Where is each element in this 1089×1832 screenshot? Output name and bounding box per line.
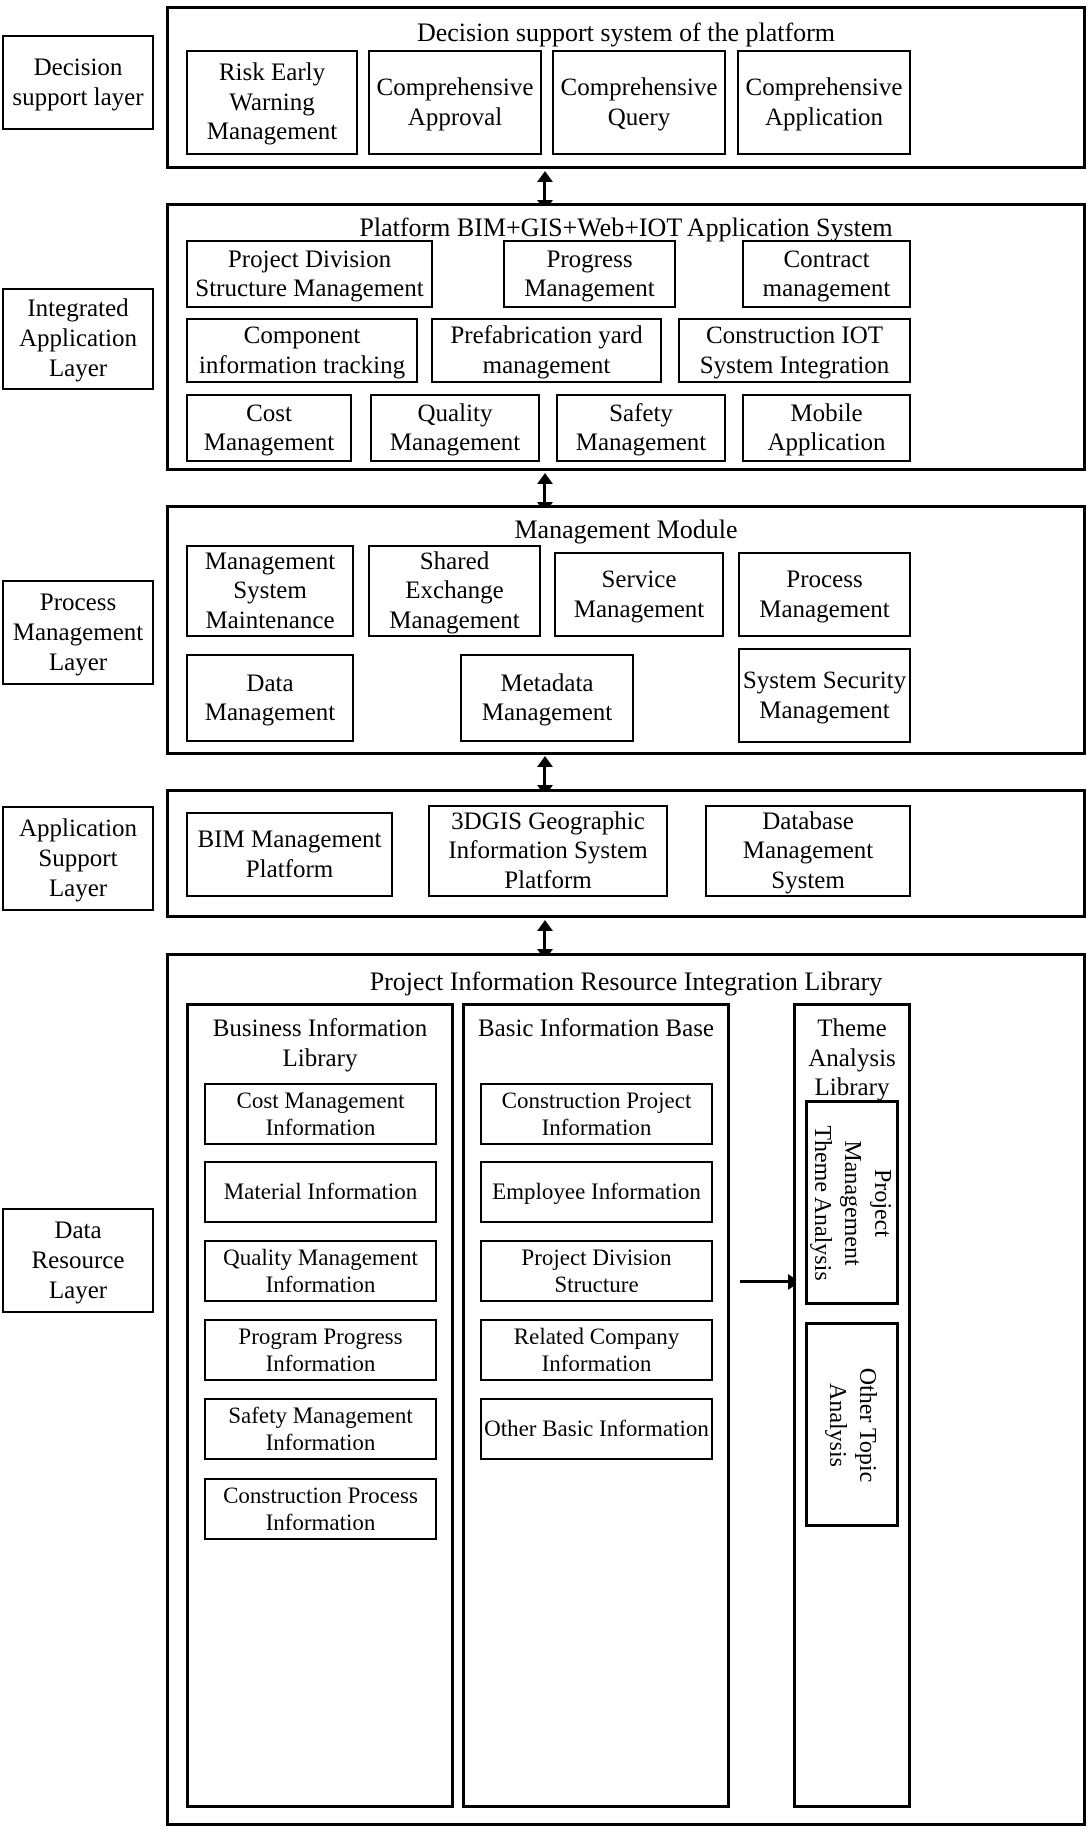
data-item-label: Cost Management Information — [236, 1087, 405, 1140]
module-label: Project Division Structure Management — [195, 245, 424, 303]
layer-label-decision-support: Decision support layer — [2, 35, 154, 130]
module-shared-exchange-management[interactable]: Shared Exchange Management — [368, 545, 541, 637]
data-item-label: Project Division Structure — [521, 1244, 672, 1297]
decision-support-system-title: Decision support system of the platform — [416, 18, 836, 47]
module-component-information-tracking[interactable]: Component information tracking — [186, 318, 418, 383]
module-label: Quality Management — [389, 399, 521, 457]
module-quality-management[interactable]: Quality Management — [370, 394, 540, 462]
connector-integrated-to-process — [543, 482, 546, 504]
data-item-related-company-information[interactable]: Related Company Information — [480, 1319, 713, 1381]
management-module-title: Management Module — [514, 515, 738, 544]
layer-label-text: Decision support layer — [12, 53, 144, 111]
connector-process-to-appsupport — [543, 765, 546, 787]
data-item-label: Other Basic Information — [484, 1416, 709, 1442]
module-construction-iot-system-integration[interactable]: Construction IOT System Integration — [678, 318, 911, 383]
data-item-project-division-structure[interactable]: Project Division Structure — [480, 1240, 713, 1302]
module-label: Prefabrication yard management — [450, 322, 643, 379]
module-label: Progress Management — [524, 245, 655, 303]
data-item-other-topic-analysis[interactable]: Other Topic Analysis — [805, 1322, 899, 1527]
module-risk-early-warning-management[interactable]: Risk Early Warning Management — [186, 50, 358, 155]
data-item-quality-management-information[interactable]: Quality Management Information — [204, 1240, 437, 1302]
module-process-management[interactable]: Process Management — [738, 552, 911, 637]
data-item-safety-management-information[interactable]: Safety Management Information — [204, 1398, 437, 1460]
module-safety-management[interactable]: Safety Management — [556, 394, 726, 462]
module-label: Process Management — [759, 566, 890, 623]
data-item-material-information[interactable]: Material Information — [204, 1161, 437, 1223]
module-label: BIM Management Platform — [197, 826, 382, 883]
business-information-library-title: Business Information Library — [212, 1015, 428, 1072]
module-label: Construction IOT System Integration — [699, 322, 890, 379]
module-service-management[interactable]: Service Management — [554, 552, 724, 637]
data-item-label: Safety Management Information — [228, 1402, 413, 1455]
module-label: Component information tracking — [198, 322, 406, 379]
data-item-other-basic-information[interactable]: Other Basic Information — [480, 1398, 713, 1460]
layer-label-text: Data Resource Layer — [31, 1216, 125, 1304]
module-management-system-maintenance[interactable]: Management System Maintenance — [186, 545, 354, 637]
module-bim-management-platform[interactable]: BIM Management Platform — [186, 812, 393, 897]
module-label: Safety Management — [575, 399, 707, 457]
data-item-construction-process-information[interactable]: Construction Process Information — [204, 1478, 437, 1540]
module-label: Comprehensive Query — [560, 74, 718, 131]
module-label: Metadata Management — [481, 669, 613, 727]
data-item-label: Material Information — [223, 1179, 418, 1205]
module-label: Shared Exchange Management — [389, 547, 520, 634]
data-item-construction-project-information[interactable]: Construction Project Information — [480, 1083, 713, 1145]
module-data-management[interactable]: Data Management — [186, 654, 354, 742]
data-item-label: Related Company Information — [513, 1323, 680, 1376]
module-label: Database Management System — [742, 807, 874, 894]
module-cost-management[interactable]: Cost Management — [186, 394, 352, 462]
data-item-label: Construction Process Information — [223, 1482, 418, 1535]
layer-label-integrated-application: Integrated Application Layer — [2, 288, 154, 390]
module-comprehensive-query[interactable]: Comprehensive Query — [552, 50, 726, 155]
module-label: Contract management — [762, 245, 891, 303]
data-item-label: Construction Project Information — [501, 1087, 692, 1140]
layer-label-process-management: Process Management Layer — [2, 580, 154, 685]
project-information-resource-integration-library-title: Project Information Resource Integration… — [369, 967, 883, 996]
layer-label-text: Process Management Layer — [12, 588, 144, 676]
module-label: 3DGIS Geographic Information System Plat… — [448, 807, 648, 894]
module-project-division-structure-management[interactable]: Project Division Structure Management — [186, 240, 433, 308]
theme-analysis-library-title: Theme Analysis Library — [808, 1015, 896, 1101]
layer-label-data-resource: Data Resource Layer — [2, 1208, 154, 1313]
module-3dgis-geographic-information-system-platform[interactable]: 3DGIS Geographic Information System Plat… — [428, 805, 668, 897]
module-label: Management System Maintenance — [204, 547, 336, 634]
module-label: System Security Management — [742, 667, 907, 724]
layer-label-application-support: Application Support Layer — [2, 806, 154, 911]
basic-information-base-title: Basic Information Base — [477, 1015, 715, 1042]
data-item-label: Quality Management Information — [223, 1244, 418, 1297]
module-label: Risk Early Warning Management — [206, 59, 338, 146]
data-item-program-progress-information[interactable]: Program Progress Information — [204, 1319, 437, 1381]
module-comprehensive-approval[interactable]: Comprehensive Approval — [368, 50, 542, 155]
module-contract-management[interactable]: Contract management — [742, 240, 911, 308]
module-mobile-application[interactable]: Mobile Application — [742, 394, 911, 462]
data-item-label: Project Management Theme Analysis — [809, 1124, 895, 1281]
module-label: Comprehensive Approval — [376, 74, 534, 131]
module-comprehensive-application[interactable]: Comprehensive Application — [737, 50, 911, 155]
module-label: Data Management — [204, 669, 336, 727]
data-item-project-management-theme-analysis[interactable]: Project Management Theme Analysis — [805, 1100, 899, 1305]
data-item-label: Other Topic Analysis — [824, 1367, 880, 1482]
module-prefabrication-yard-management[interactable]: Prefabrication yard management — [431, 318, 662, 383]
module-system-security-management[interactable]: System Security Management — [738, 648, 911, 743]
connector-appsupport-to-dataresource — [543, 929, 546, 951]
connector-basicinfo-to-theme — [740, 1280, 790, 1283]
data-item-cost-management-information[interactable]: Cost Management Information — [204, 1083, 437, 1145]
integrated-application-title: Platform BIM+GIS+Web+IOT Application Sys… — [359, 213, 893, 242]
module-database-management-system[interactable]: Database Management System — [705, 805, 911, 897]
data-item-label: Program Progress Information — [238, 1323, 403, 1376]
layer-label-text: Application Support Layer — [18, 814, 138, 902]
module-label: Cost Management — [203, 399, 335, 457]
data-item-label: Employee Information — [492, 1179, 701, 1205]
layer-label-text: Integrated Application Layer — [18, 295, 138, 382]
connector-decision-to-integrated — [543, 180, 546, 202]
data-item-employee-information[interactable]: Employee Information — [480, 1161, 713, 1223]
module-progress-management[interactable]: Progress Management — [503, 240, 676, 308]
module-label: Mobile Application — [767, 399, 886, 457]
module-label: Comprehensive Application — [745, 74, 903, 131]
module-label: Service Management — [573, 566, 705, 623]
module-metadata-management[interactable]: Metadata Management — [460, 654, 634, 742]
